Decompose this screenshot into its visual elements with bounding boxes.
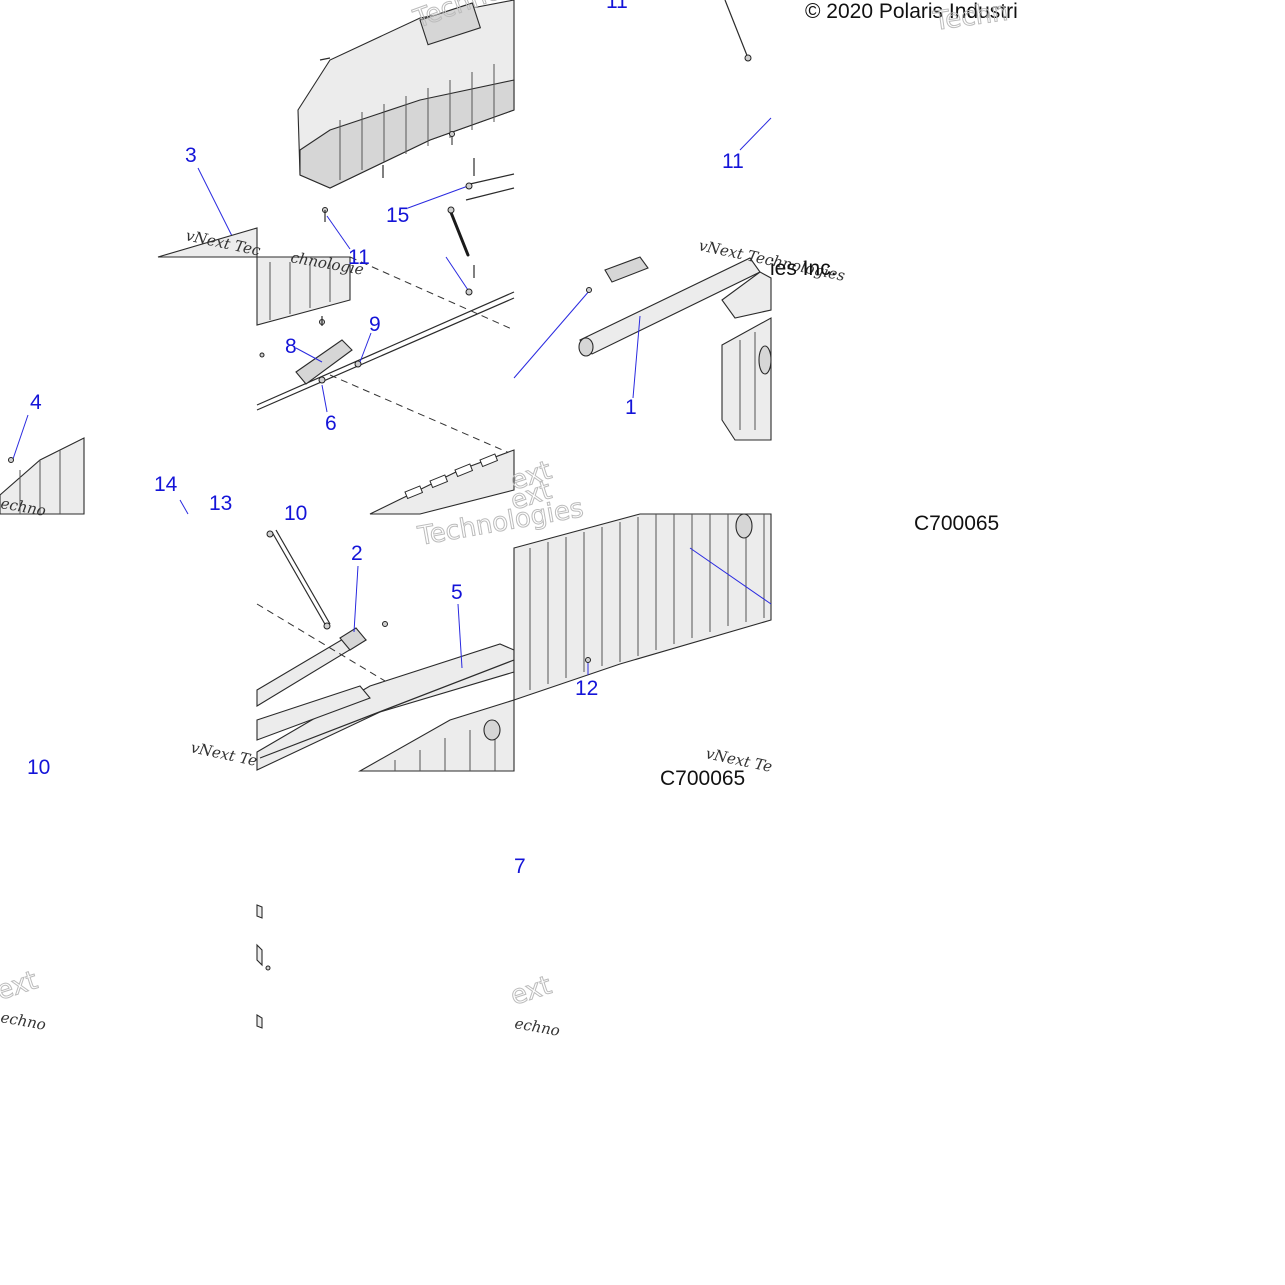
- callout-10b[interactable]: 10: [27, 756, 50, 779]
- callout-1[interactable]: 1: [625, 396, 637, 419]
- copyright-fragment: ies Inc.: [770, 257, 837, 280]
- copyright-text: © 2020 Polaris Industri: [805, 0, 1018, 23]
- tile-cable-upper: [724, 0, 772, 151]
- tile-top-left: vNext Tec: [157, 167, 263, 260]
- callout-9[interactable]: 9: [369, 313, 381, 336]
- callout-13[interactable]: 13: [209, 492, 232, 515]
- tile-tailgate-upper: Techno: [297, 0, 515, 257]
- callout-14[interactable]: 14: [154, 473, 178, 496]
- callout-2[interactable]: 2: [351, 542, 363, 565]
- watermark-ext-d: ext: [507, 970, 555, 1011]
- watermark-techn-c: Techn: [931, 0, 1010, 37]
- latch-handle: [295, 339, 353, 385]
- callout-8[interactable]: 8: [285, 335, 297, 358]
- tile-latch: chnologie: [256, 248, 515, 515]
- watermark-ext-c: ext: [0, 965, 41, 1006]
- watermark-vnext-c: vNext Te: [189, 738, 259, 770]
- callout-3[interactable]: 3: [185, 144, 197, 167]
- callout-11b[interactable]: 11: [722, 150, 744, 173]
- tailgate-inner-panel: [513, 513, 772, 701]
- diagram-code: C700065: [914, 512, 999, 535]
- callout-15[interactable]: 15: [386, 204, 409, 227]
- callout-12[interactable]: 12: [575, 677, 598, 700]
- watermark-echno-a: echno: [0, 1008, 47, 1034]
- callout-4[interactable]: 4: [30, 391, 42, 414]
- callout-7[interactable]: 7: [514, 855, 526, 878]
- tile-copyright: © 2020 Polaris Industri Techn: [805, 0, 1018, 38]
- callout-6[interactable]: 6: [325, 412, 337, 435]
- diagram-code-fragment: C700065: [660, 767, 745, 790]
- callout-10[interactable]: 10: [284, 502, 307, 525]
- tile-bottom-fragments: ext echno echno ext C700065: [0, 767, 745, 1040]
- callout-11c[interactable]: 11: [348, 246, 370, 269]
- callout-11[interactable]: 11: [606, 0, 628, 13]
- watermark-echno-b: echno: [513, 1014, 561, 1040]
- callout-5[interactable]: 5: [451, 581, 463, 604]
- callouts: 1 2 3 4 5 6 7 8 9 10 10 11 11 11 12 13 1…: [27, 0, 744, 878]
- tile-left-middle: echno: [0, 414, 189, 520]
